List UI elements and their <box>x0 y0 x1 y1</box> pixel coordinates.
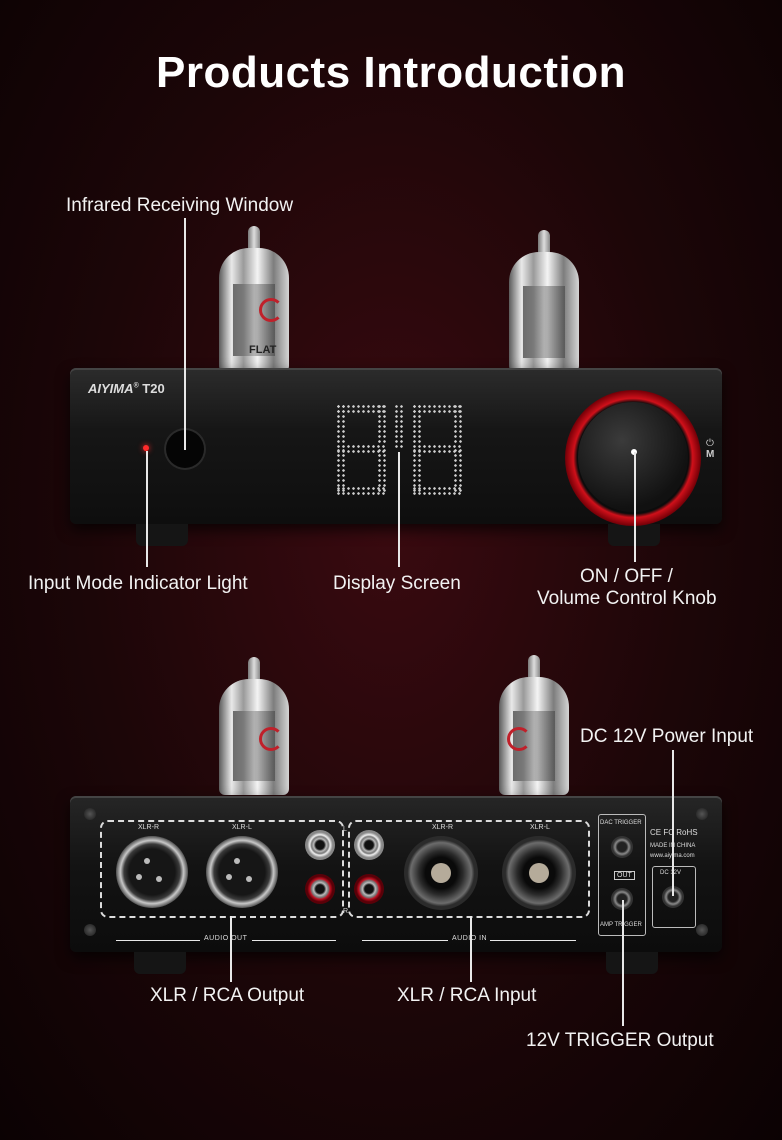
callout-line-input <box>470 916 472 982</box>
tube-logo-icon-rear-2 <box>507 727 531 751</box>
xlr-output-right-jack[interactable] <box>116 836 188 908</box>
xlr-r-out-label: XLR-R <box>138 824 160 831</box>
tube-logo-icon-rear <box>259 727 283 751</box>
vacuum-tube-rear-right <box>499 655 569 795</box>
vacuum-tube-right <box>509 230 579 372</box>
rca-l-label: L <box>343 826 347 833</box>
volume-control-knob[interactable] <box>578 402 688 512</box>
dc-input-outline <box>652 866 696 928</box>
callout-line-display <box>398 452 400 567</box>
tube-logo-icon <box>259 298 283 322</box>
foot-left <box>136 524 188 546</box>
rear-foot-right <box>606 952 658 974</box>
callout-line-dc-power <box>672 750 674 896</box>
mode-label: M <box>706 449 715 460</box>
callout-line-output <box>230 916 232 982</box>
audio-in-label: AUDIO IN <box>452 935 488 942</box>
vacuum-tube-rear-left <box>219 657 289 795</box>
brand-logo: AIYIMA® T20 <box>88 381 165 396</box>
dc-power-jack[interactable] <box>662 886 684 908</box>
audio-output-group-outline <box>100 820 344 918</box>
rca-r-label: R <box>343 908 349 915</box>
label-indicator-light: Input Mode Indicator Light <box>28 573 248 594</box>
screw <box>696 808 708 820</box>
rca-output-left-jack[interactable] <box>305 830 335 860</box>
xlr-output-left-jack[interactable] <box>206 836 278 908</box>
power-icon: ⏻M <box>706 438 715 460</box>
audio-input-group-outline <box>348 820 590 918</box>
certification-marks: CE FC RoHS <box>650 828 698 837</box>
callout-line-trigger <box>622 900 624 1026</box>
amp-trigger-label: AMP TRIGGER <box>600 922 642 928</box>
audio-in-rule-right <box>490 940 576 941</box>
tube-print: FLAT <box>249 344 277 356</box>
brand-name: AIYIMA <box>88 381 134 396</box>
screw <box>696 924 708 936</box>
display-screen <box>336 404 464 496</box>
label-infrared-window: Infrared Receiving Window <box>66 195 294 216</box>
amp-trigger-out-jack[interactable] <box>611 888 633 910</box>
label-xlr-rca-output: XLR / RCA Output <box>150 985 305 1006</box>
label-knob-line1: ON / OFF / <box>580 566 673 587</box>
audio-in-rule-left <box>362 940 448 941</box>
audio-out-rule-left <box>116 940 200 941</box>
xlr-l-out-label: XLR-L <box>232 824 252 831</box>
rca-input-right-jack[interactable] <box>354 874 384 904</box>
callout-line-infrared <box>184 218 186 450</box>
callout-line-indicator <box>146 451 148 567</box>
rca-input-left-jack[interactable] <box>354 830 384 860</box>
screw <box>84 808 96 820</box>
audio-out-rule-right <box>252 940 336 941</box>
xlr-input-left-combo-jack[interactable] <box>502 836 576 910</box>
xlr-input-right-combo-jack[interactable] <box>404 836 478 910</box>
rca-output-right-jack[interactable] <box>305 874 335 904</box>
screw <box>84 924 96 936</box>
trigger-out-label: OUT <box>614 871 635 880</box>
dac-trigger-label: DAC TRIGGER <box>600 820 642 826</box>
audio-out-label: AUDIO OUT <box>204 935 248 942</box>
dac-trigger-jack[interactable] <box>611 836 633 858</box>
model-name: T20 <box>142 381 165 396</box>
label-knob-line2: Volume Control Knob <box>537 588 717 609</box>
label-xlr-rca-input: XLR / RCA Input <box>397 985 537 1006</box>
rear-foot-left <box>134 952 186 974</box>
label-dc-power-input: DC 12V Power Input <box>580 726 754 747</box>
xlr-l-in-label: XLR-L <box>530 824 550 831</box>
vacuum-tube-left: FLAT <box>219 226 289 372</box>
dc-12v-label: DC 12V <box>660 870 682 876</box>
page-title: Products Introduction <box>155 48 627 97</box>
callout-line-knob <box>634 452 636 562</box>
label-trigger-output: 12V TRIGGER Output <box>526 1030 714 1051</box>
input-mode-indicator-led <box>143 445 149 451</box>
label-display-screen: Display Screen <box>333 573 461 594</box>
xlr-r-in-label: XLR-R <box>432 824 454 831</box>
